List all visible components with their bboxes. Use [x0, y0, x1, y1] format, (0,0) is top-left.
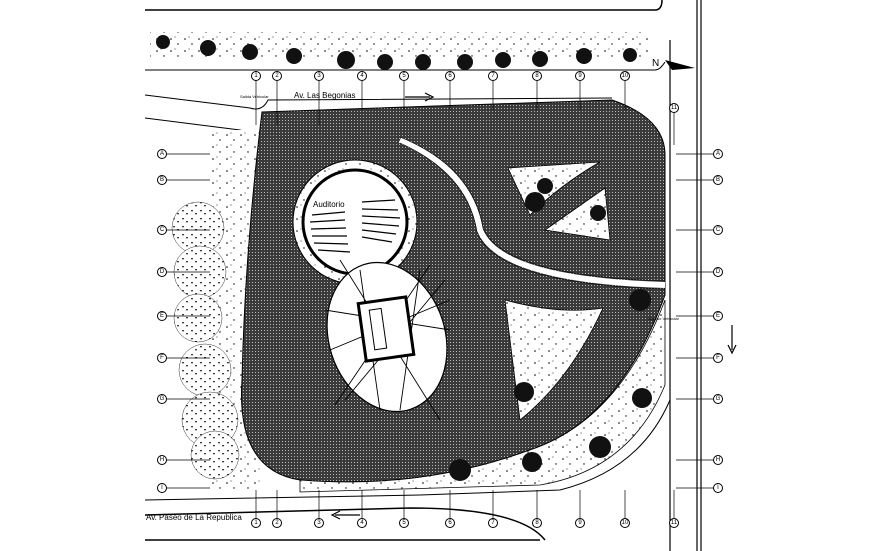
svg-text:8: 8	[535, 520, 539, 526]
grid-column-marker-top: 6	[445, 71, 455, 81]
svg-text:8: 8	[535, 73, 539, 79]
svg-text:10: 10	[622, 73, 629, 79]
svg-text:9: 9	[578, 73, 582, 79]
grid-row-marker-left: C	[157, 225, 167, 235]
svg-text:11: 11	[671, 105, 678, 111]
svg-text:6: 6	[448, 520, 452, 526]
grid-row-marker-left: E	[157, 311, 167, 321]
grid-column-marker-bottom: 3	[314, 518, 324, 528]
grid-column-marker-top: 1	[251, 71, 261, 81]
svg-text:F: F	[160, 355, 164, 361]
svg-text:G: G	[716, 396, 721, 402]
curved-walkway	[398, 137, 666, 288]
grid-row-marker-right: A	[713, 149, 723, 159]
grid-column-marker-bottom: 7	[488, 518, 498, 528]
vehicle-exit-label: Salida Vehicular	[240, 94, 269, 99]
grid-column-marker-bottom: 2	[272, 518, 282, 528]
svg-text:N: N	[652, 58, 659, 69]
grid-row-marker-left: D	[157, 267, 167, 277]
svg-text:H: H	[160, 457, 164, 463]
svg-text:3: 3	[317, 73, 321, 79]
svg-text:1: 1	[254, 520, 258, 526]
grid-row-marker-right: C	[713, 225, 723, 235]
svg-text:3: 3	[317, 520, 321, 526]
grid-column-marker-bottom: 10	[620, 518, 630, 528]
vehicle-entry-label: Ingreso Vehicular	[648, 316, 680, 321]
grid-row-marker-left: H	[157, 455, 167, 465]
grid-row-marker-right: G	[713, 394, 723, 404]
svg-text:H: H	[716, 457, 720, 463]
svg-text:4: 4	[360, 520, 364, 526]
svg-text:10: 10	[622, 520, 629, 526]
grid-column-marker-top: 9	[575, 71, 585, 81]
svg-text:9: 9	[578, 520, 582, 526]
grid-column-marker-top: 11	[669, 103, 679, 113]
left-trees	[171, 201, 240, 480]
grid-column-marker-bottom: 5	[399, 518, 409, 528]
svg-text:5: 5	[402, 520, 406, 526]
svg-text:6: 6	[448, 73, 452, 79]
grid-column-marker-bottom: 4	[357, 518, 367, 528]
top-tree-row	[150, 32, 650, 70]
svg-text:I: I	[717, 485, 719, 491]
svg-text:D: D	[160, 269, 165, 275]
bottom-planting	[299, 299, 666, 493]
grid-column-marker-top: 7	[488, 71, 498, 81]
grid-columns-top	[255, 81, 675, 145]
grid-row-marker-right: H	[713, 455, 723, 465]
grid-row-marker-right: F	[713, 353, 723, 363]
svg-text:B: B	[160, 177, 164, 183]
grid-column-marker-top: 10	[620, 71, 630, 81]
grid-row-marker-right: B	[713, 175, 723, 185]
svg-text:C: C	[716, 227, 721, 233]
grid-row-marker-left: I	[157, 483, 167, 493]
grid-column-marker-top: 4	[357, 71, 367, 81]
grid-row-marker-right: E	[713, 311, 723, 321]
svg-text:E: E	[716, 313, 720, 319]
svg-text:C: C	[160, 227, 165, 233]
svg-text:5: 5	[402, 73, 406, 79]
auditorium	[292, 159, 418, 285]
svg-text:A: A	[160, 151, 164, 157]
grid-row-marker-left: F	[157, 353, 167, 363]
grid-column-marker-top: 5	[399, 71, 409, 81]
grid-row-marker-left: A	[157, 149, 167, 159]
svg-text:2: 2	[275, 73, 279, 79]
grid-row-marker-left: G	[157, 394, 167, 404]
svg-text:7: 7	[491, 520, 495, 526]
grid-column-marker-bottom: 11	[669, 518, 679, 528]
bottom-street-label: Av. Paseo de La Republica	[146, 513, 242, 522]
grid-column-marker-top: 2	[272, 71, 282, 81]
svg-text:11: 11	[671, 520, 678, 526]
svg-text:7: 7	[491, 73, 495, 79]
svg-text:1: 1	[254, 73, 258, 79]
north-arrow: N	[652, 58, 695, 70]
grid-column-marker-top: 3	[314, 71, 324, 81]
svg-text:G: G	[160, 396, 165, 402]
svg-text:I: I	[161, 485, 163, 491]
svg-text:E: E	[160, 313, 164, 319]
svg-text:D: D	[716, 269, 721, 275]
svg-text:4: 4	[360, 73, 364, 79]
svg-text:2: 2	[275, 520, 279, 526]
grid-column-marker-bottom: 8	[532, 518, 542, 528]
grid-row-marker-right: D	[713, 267, 723, 277]
grid-column-marker-top: 8	[532, 71, 542, 81]
svg-text:F: F	[716, 355, 720, 361]
grid-column-marker-bottom: 1	[251, 518, 261, 528]
central-pavilion	[324, 259, 451, 421]
grid-row-marker-right: I	[713, 483, 723, 493]
svg-text:A: A	[716, 151, 720, 157]
road-lines	[144, 0, 702, 551]
top-street-label: Av. Las Begonias	[294, 91, 356, 100]
grid-row-marker-left: B	[157, 175, 167, 185]
auditorium-label: Auditorio	[313, 200, 345, 209]
direction-arrows	[330, 92, 737, 520]
svg-text:B: B	[716, 177, 720, 183]
grid-column-marker-bottom: 9	[575, 518, 585, 528]
island-trees	[449, 178, 652, 481]
grid-column-marker-bottom: 6	[445, 518, 455, 528]
